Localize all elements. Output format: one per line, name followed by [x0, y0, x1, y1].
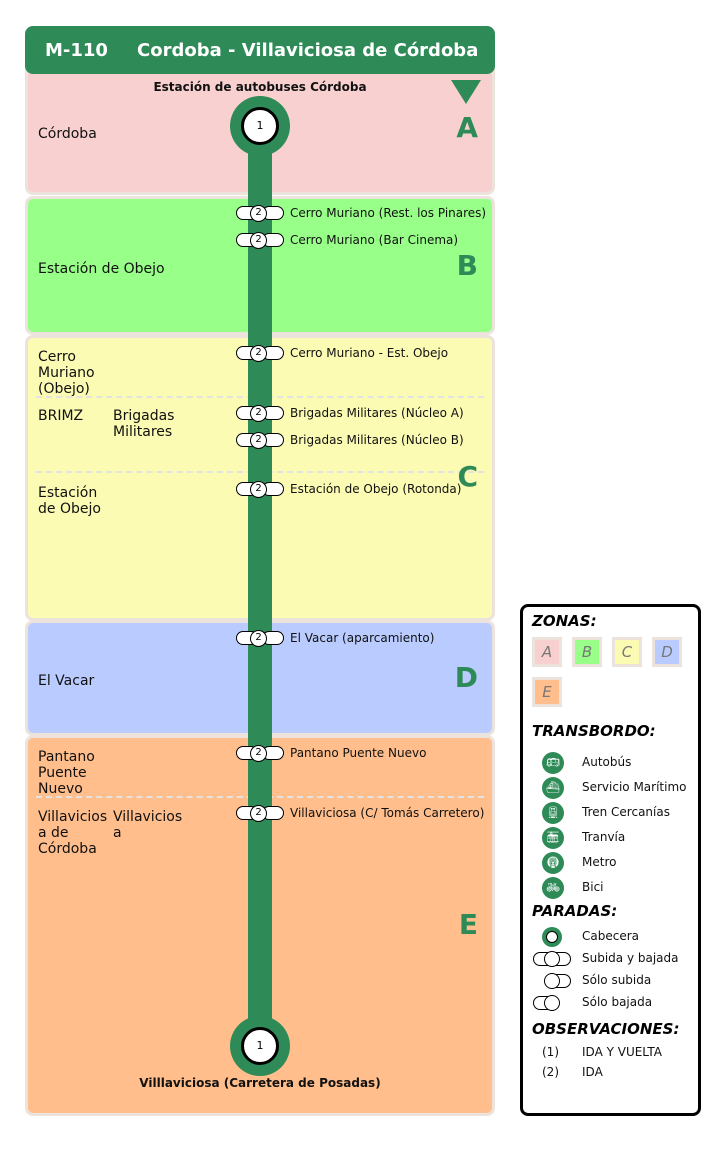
legend-transbordo-label: Servicio Marítimo: [582, 780, 687, 794]
down-triangle-icon: [451, 80, 481, 104]
zone-e-label-villaviciosa: Villavicios a de Córdoba: [38, 809, 108, 857]
legend-swatch-c: C: [612, 637, 642, 667]
stop-name: Brigadas Militares (Núcleo A): [290, 406, 464, 420]
legend-parada-label: Sólo subida: [582, 973, 652, 987]
legend-swatch-d: D: [652, 637, 682, 667]
legend-zonas-title: ZONAS:: [532, 612, 597, 630]
legend-paradas-title: PARADAS:: [532, 902, 618, 920]
terminal-number: 1: [241, 1027, 279, 1065]
legend-box: ZONAS: A B C D E TRANSBORDO: 🚌︎ Autobús …: [520, 604, 701, 1116]
stop-name: Villaviciosa (C/ Tomás Carretero): [290, 806, 485, 820]
stop-marker[interactable]: 2: [236, 481, 284, 498]
legend-parada-label: Subida y bajada: [582, 951, 679, 965]
stop-name: El Vacar (aparcamiento): [290, 631, 435, 645]
train-icon: 🚆︎: [542, 802, 564, 824]
route-code: M-110: [45, 40, 108, 61]
stop-badge: 2: [250, 432, 267, 449]
zone-c-label-brimz: BRIMZ: [38, 408, 84, 424]
legend-obs-code: (2): [542, 1065, 559, 1079]
stop-marker[interactable]: 2: [236, 630, 284, 647]
bike-icon: 🚲︎: [542, 877, 564, 899]
zone-c-letter: C: [457, 460, 478, 493]
stop-badge: 2: [250, 745, 267, 762]
zone-e-label-villaviciosa-short: Villavicios a: [113, 809, 183, 841]
metro-icon: 🚇︎: [542, 852, 564, 874]
zone-c-label-estacion: Estación de Obejo: [38, 485, 101, 517]
zone-c-label-cerro-muriano: Cerro Muriano (Obejo): [38, 349, 95, 397]
legend-parada-label: Sólo bajada: [582, 995, 653, 1009]
stop-badge: 2: [250, 630, 267, 647]
legend-transbordo-label: Tranvía: [582, 830, 626, 844]
terminal-destination[interactable]: 1: [230, 1016, 290, 1076]
stop-marker[interactable]: 2: [236, 205, 284, 222]
legend-obs-code: (1): [542, 1045, 559, 1059]
stop-marker[interactable]: 2: [236, 232, 284, 249]
alight-only-stop-icon: [533, 995, 563, 1011]
ship-icon: ⛴︎: [542, 777, 564, 799]
board-alight-stop-icon: [533, 951, 573, 967]
tram-icon: 🚋︎: [542, 827, 564, 849]
stop-badge: 2: [250, 805, 267, 822]
legend-transbordo-title: TRANSBORDO:: [532, 722, 656, 740]
terminal-origin[interactable]: 1: [230, 96, 290, 156]
zone-a-letter: A: [456, 111, 478, 144]
terminal-number: 1: [241, 107, 279, 145]
route-header: M-110 Cordoba - Villaviciosa de Córdoba: [25, 26, 495, 74]
zone-e-label-pantano: Pantano Puente Nuevo: [38, 749, 95, 797]
zone-e-letter: E: [458, 908, 478, 941]
stop-marker[interactable]: 2: [236, 745, 284, 762]
stop-badge: 2: [250, 405, 267, 422]
legend-transbordo-label: Metro: [582, 855, 617, 869]
stop-name: Cerro Muriano (Bar Cinema): [290, 233, 459, 247]
stop-marker[interactable]: 2: [236, 432, 284, 449]
stop-badge: 2: [250, 481, 267, 498]
legend-parada-label: Cabecera: [582, 929, 639, 943]
zone-b-municipality: Estación de Obejo: [38, 261, 165, 277]
zone-b-letter: B: [456, 249, 478, 282]
stop-badge: 2: [250, 205, 267, 222]
stop-name: Estación de Obejo (Rotonda): [290, 482, 462, 496]
stop-badge: 2: [250, 232, 267, 249]
route-line: [248, 120, 272, 1050]
terminal-stop-icon: [542, 927, 562, 947]
stop-badge: 2: [250, 345, 267, 362]
zone-d-municipality: El Vacar: [38, 673, 95, 689]
zone-a-municipality: Córdoba: [38, 126, 97, 142]
stop-name: Cerro Muriano - Est. Obejo: [290, 346, 449, 360]
legend-observaciones-title: OBSERVACIONES:: [532, 1020, 680, 1038]
legend-transbordo-label: Bici: [582, 880, 604, 894]
bus-icon: 🚌︎: [542, 752, 564, 774]
stop-name: Brigadas Militares (Núcleo B): [290, 433, 464, 447]
stop-marker[interactable]: 2: [236, 405, 284, 422]
legend-obs-label: IDA: [582, 1065, 603, 1079]
zone-c-label-brigadas: Brigadas Militares: [113, 408, 175, 440]
stop-marker[interactable]: 2: [236, 345, 284, 362]
destination-label: Villlaviciosa (Carretera de Posadas): [139, 1076, 381, 1090]
legend-swatch-e: E: [532, 677, 562, 707]
origin-label: Estación de autobuses Córdoba: [153, 80, 367, 94]
stop-name: Pantano Puente Nuevo: [290, 746, 427, 760]
legend-swatch-a: A: [532, 637, 562, 667]
legend-transbordo-label: Autobús: [582, 755, 632, 769]
legend-obs-label: IDA Y VUELTA: [582, 1045, 662, 1059]
zone-d-letter: D: [454, 661, 478, 694]
legend-transbordo-label: Tren Cercanías: [582, 805, 670, 819]
board-only-stop-icon: [543, 973, 573, 989]
stop-name: Cerro Muriano (Rest. los Pinares): [290, 206, 487, 220]
route-name: Cordoba - Villaviciosa de Córdoba: [137, 40, 479, 61]
legend-swatch-b: B: [572, 637, 602, 667]
stop-marker[interactable]: 2: [236, 805, 284, 822]
